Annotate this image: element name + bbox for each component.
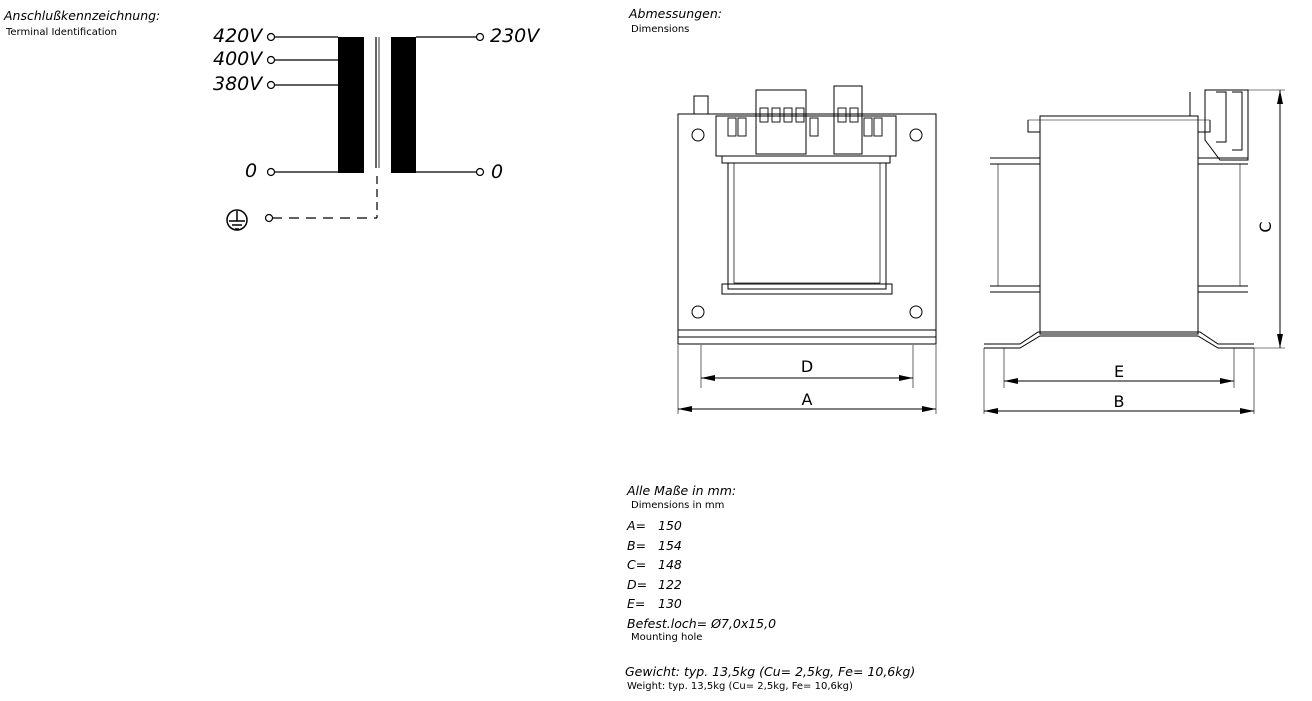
label-420v: 420V [213,25,263,47]
spec-row-d: D=122 [627,577,682,592]
label-400v: 400V [213,48,263,70]
dim-label-e: E [1114,362,1124,381]
label-230v: 230V [490,25,540,47]
transformer-schematic [226,32,485,231]
dim-label-b: B [1114,392,1125,411]
specs-title-de: Alle Maße in mm: [627,483,737,498]
terminal-380v [266,80,276,90]
specs-title-en: Dimensions in mm [631,500,725,511]
terminal-title-en: Terminal Identification [6,27,118,38]
mounting-hole-en: Mounting hole [631,632,703,643]
terminal-primary-0 [266,167,276,177]
terminal-earth [264,213,274,223]
terminal-420v [266,32,276,42]
terminal-secondary-0 [475,167,485,177]
terminal-400v [266,55,276,65]
label-primary-0: 0 [245,160,258,182]
earth-icon [226,209,248,231]
spec-row-e: E=130 [627,596,682,611]
spec-row-a: A=150 [627,518,682,533]
terminal-230v [475,32,485,42]
dimensions-title-en: Dimensions [631,24,690,35]
dimensions-title-de: Abmessungen: [629,6,722,21]
secondary-winding [391,37,416,173]
front-view-drawing: D A [677,85,937,414]
side-view-drawing: E B C [983,89,1285,414]
label-secondary-0: 0 [491,161,504,183]
dim-label-a: A [802,390,813,409]
primary-winding [338,37,364,173]
terminal-title-de: Anschlußkennzeichnung: [4,8,161,23]
spec-row-b: B=154 [627,538,682,553]
weight-en: Weight: typ. 13,5kg (Cu= 2,5kg, Fe= 10,6… [627,681,853,692]
mounting-hole-de: Befest.loch= Ø7,0x15,0 [627,616,777,631]
dim-label-c: C [1256,221,1275,232]
label-380v: 380V [213,73,263,95]
weight-de: Gewicht: typ. 13,5kg (Cu= 2,5kg, Fe= 10,… [625,664,916,679]
dim-label-d: D [801,357,813,376]
spec-row-c: C=148 [627,557,682,572]
